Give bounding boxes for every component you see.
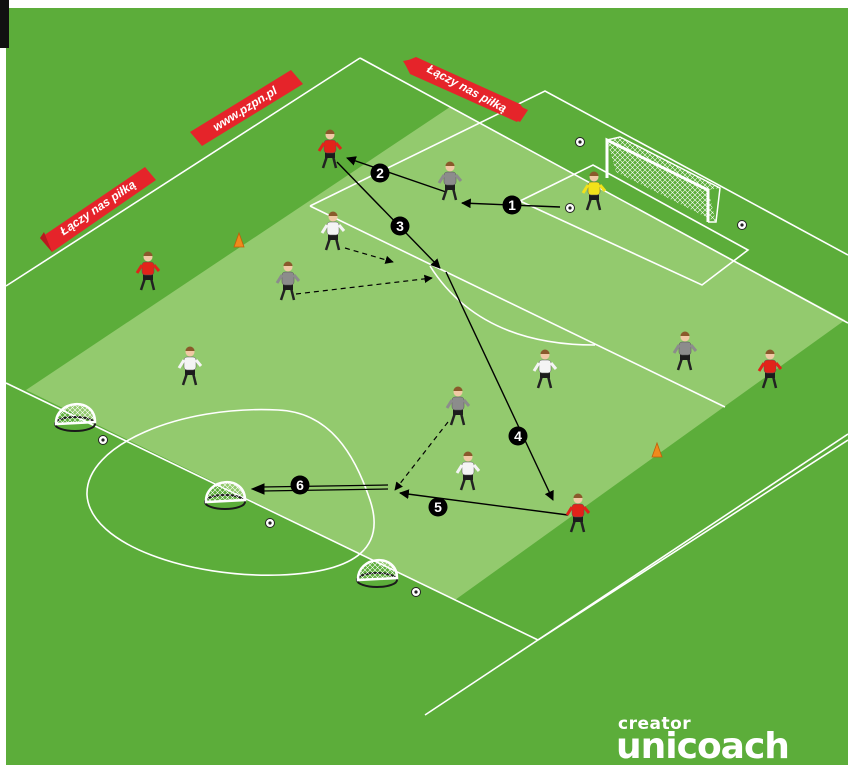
ball-5 [266, 519, 275, 528]
step-badge-5-label: 5 [434, 499, 442, 515]
step-badge-2: 2 [371, 164, 390, 183]
logo-big-text: unicoach [616, 726, 789, 767]
ball-2 [566, 204, 575, 213]
step-badge-1-label: 1 [508, 197, 516, 213]
step-badge-5: 5 [429, 498, 448, 517]
ball-3 [738, 221, 747, 230]
step-badge-3-label: 3 [396, 218, 404, 234]
step-badge-3: 3 [391, 217, 410, 236]
corner-marker [0, 0, 9, 48]
step-badge-6: 6 [291, 476, 310, 495]
creator-logo: creator unicoach [610, 712, 780, 760]
ball-6 [412, 588, 421, 597]
step-badge-1: 1 [503, 196, 522, 215]
step-badge-4-label: 4 [514, 428, 522, 444]
ball-4 [99, 436, 108, 445]
step-badge-2-label: 2 [376, 165, 384, 181]
step-badge-4: 4 [509, 427, 528, 446]
step-badge-6-label: 6 [296, 477, 304, 493]
ball-1 [576, 138, 585, 147]
